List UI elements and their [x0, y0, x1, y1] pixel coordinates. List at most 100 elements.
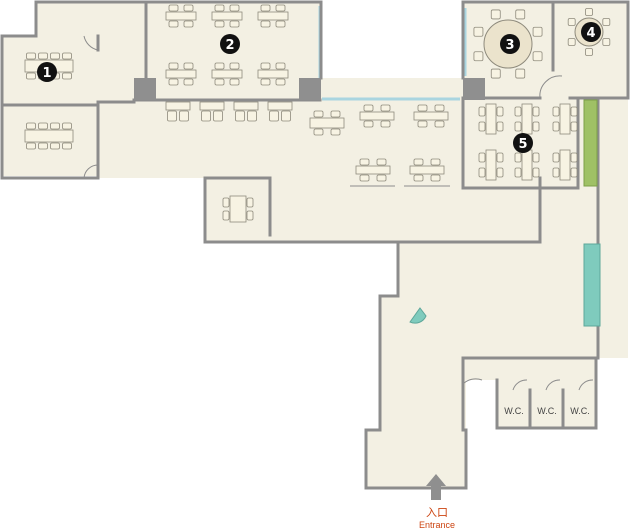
- chair: [214, 78, 225, 86]
- floor-wc-corridor: [463, 358, 596, 380]
- chair: [413, 174, 424, 182]
- chair: [330, 128, 341, 136]
- chair: [229, 4, 240, 12]
- table-set: [222, 195, 254, 223]
- wall-room5-bottom: [461, 96, 580, 190]
- room-badge-2[interactable]: 2: [220, 34, 240, 54]
- room-badge-1[interactable]: 1: [37, 62, 57, 82]
- table-set: [413, 104, 449, 128]
- chair: [213, 110, 223, 122]
- pillar: [463, 78, 485, 100]
- chair: [260, 4, 271, 12]
- chair: [552, 167, 560, 178]
- table-set: [409, 158, 445, 182]
- chair: [179, 110, 189, 122]
- doors: [83, 35, 594, 391]
- chair: [168, 20, 179, 28]
- table: [229, 195, 247, 223]
- room-number: 1: [42, 66, 51, 81]
- door-room1-top[interactable]: [83, 35, 99, 51]
- chair: [552, 152, 560, 163]
- table-set: [165, 4, 197, 28]
- chair: [532, 51, 543, 62]
- table-set: [233, 101, 259, 122]
- table-set: [359, 104, 395, 128]
- chair: [275, 20, 286, 28]
- pillar: [134, 78, 156, 100]
- chair: [570, 152, 578, 163]
- table-set: [211, 62, 243, 86]
- room-badge-3[interactable]: 3: [500, 34, 520, 54]
- table: [267, 101, 293, 111]
- round-table-chairs: [567, 8, 611, 56]
- chair: [532, 121, 540, 132]
- chair: [260, 78, 271, 86]
- floor-entrance-hall: [366, 430, 466, 488]
- table: [485, 149, 497, 181]
- chair: [246, 197, 254, 208]
- table-set: [552, 103, 578, 135]
- door-wc-1[interactable]: [512, 379, 528, 391]
- chair: [222, 197, 230, 208]
- room-badge-5[interactable]: 5: [513, 133, 533, 153]
- chair: [570, 167, 578, 178]
- chair: [552, 106, 560, 117]
- entrance-arrow-icon: [426, 474, 446, 500]
- wall-alcove: [203, 176, 272, 237]
- room-number: 3: [505, 38, 514, 53]
- chair: [62, 52, 72, 60]
- pillars: [134, 78, 485, 100]
- chair: [417, 120, 428, 128]
- table: [257, 11, 289, 21]
- door-room1-bottom[interactable]: [83, 164, 99, 179]
- table-set: [257, 4, 289, 28]
- chair: [490, 9, 501, 20]
- chair: [514, 106, 522, 117]
- chair: [532, 167, 540, 178]
- chair: [183, 20, 194, 28]
- floor-wc: [497, 380, 596, 428]
- walls: [0, 0, 630, 490]
- door-room4[interactable]: [539, 75, 563, 99]
- door-wc-entry[interactable]: [462, 378, 483, 385]
- chair: [478, 106, 486, 117]
- chair: [214, 62, 225, 70]
- chair: [515, 9, 526, 20]
- table-set: [257, 62, 289, 86]
- room-number: 2: [225, 38, 234, 53]
- counter: [583, 243, 601, 327]
- table: [165, 101, 191, 111]
- table-set: [552, 149, 578, 181]
- chair: [50, 142, 60, 150]
- chair: [26, 52, 36, 60]
- chair: [363, 120, 374, 128]
- table: [24, 129, 74, 143]
- floor-area: [2, 2, 628, 488]
- chair: [313, 128, 324, 136]
- door-wc-3[interactable]: [578, 379, 594, 391]
- chair: [229, 78, 240, 86]
- chair: [363, 104, 374, 112]
- door-wc-2[interactable]: [545, 379, 561, 391]
- entrance-label-en: Entrance: [419, 520, 455, 530]
- chair: [168, 62, 179, 70]
- badge-circle: [513, 133, 533, 153]
- chair: [359, 158, 370, 166]
- entrance-marker[interactable]: 入口 Entrance: [419, 474, 455, 530]
- chair: [417, 104, 428, 112]
- table-set: [514, 149, 540, 181]
- chair: [330, 110, 341, 118]
- chair: [515, 68, 526, 79]
- chair: [380, 104, 391, 112]
- chair: [514, 121, 522, 132]
- badge-circle: [37, 62, 57, 82]
- room-badge-4[interactable]: 4: [581, 22, 601, 42]
- chair: [183, 4, 194, 12]
- chair: [570, 106, 578, 117]
- table: [211, 11, 243, 21]
- chair: [222, 210, 230, 221]
- chair: [38, 142, 48, 150]
- table: [359, 111, 395, 121]
- table: [165, 11, 197, 21]
